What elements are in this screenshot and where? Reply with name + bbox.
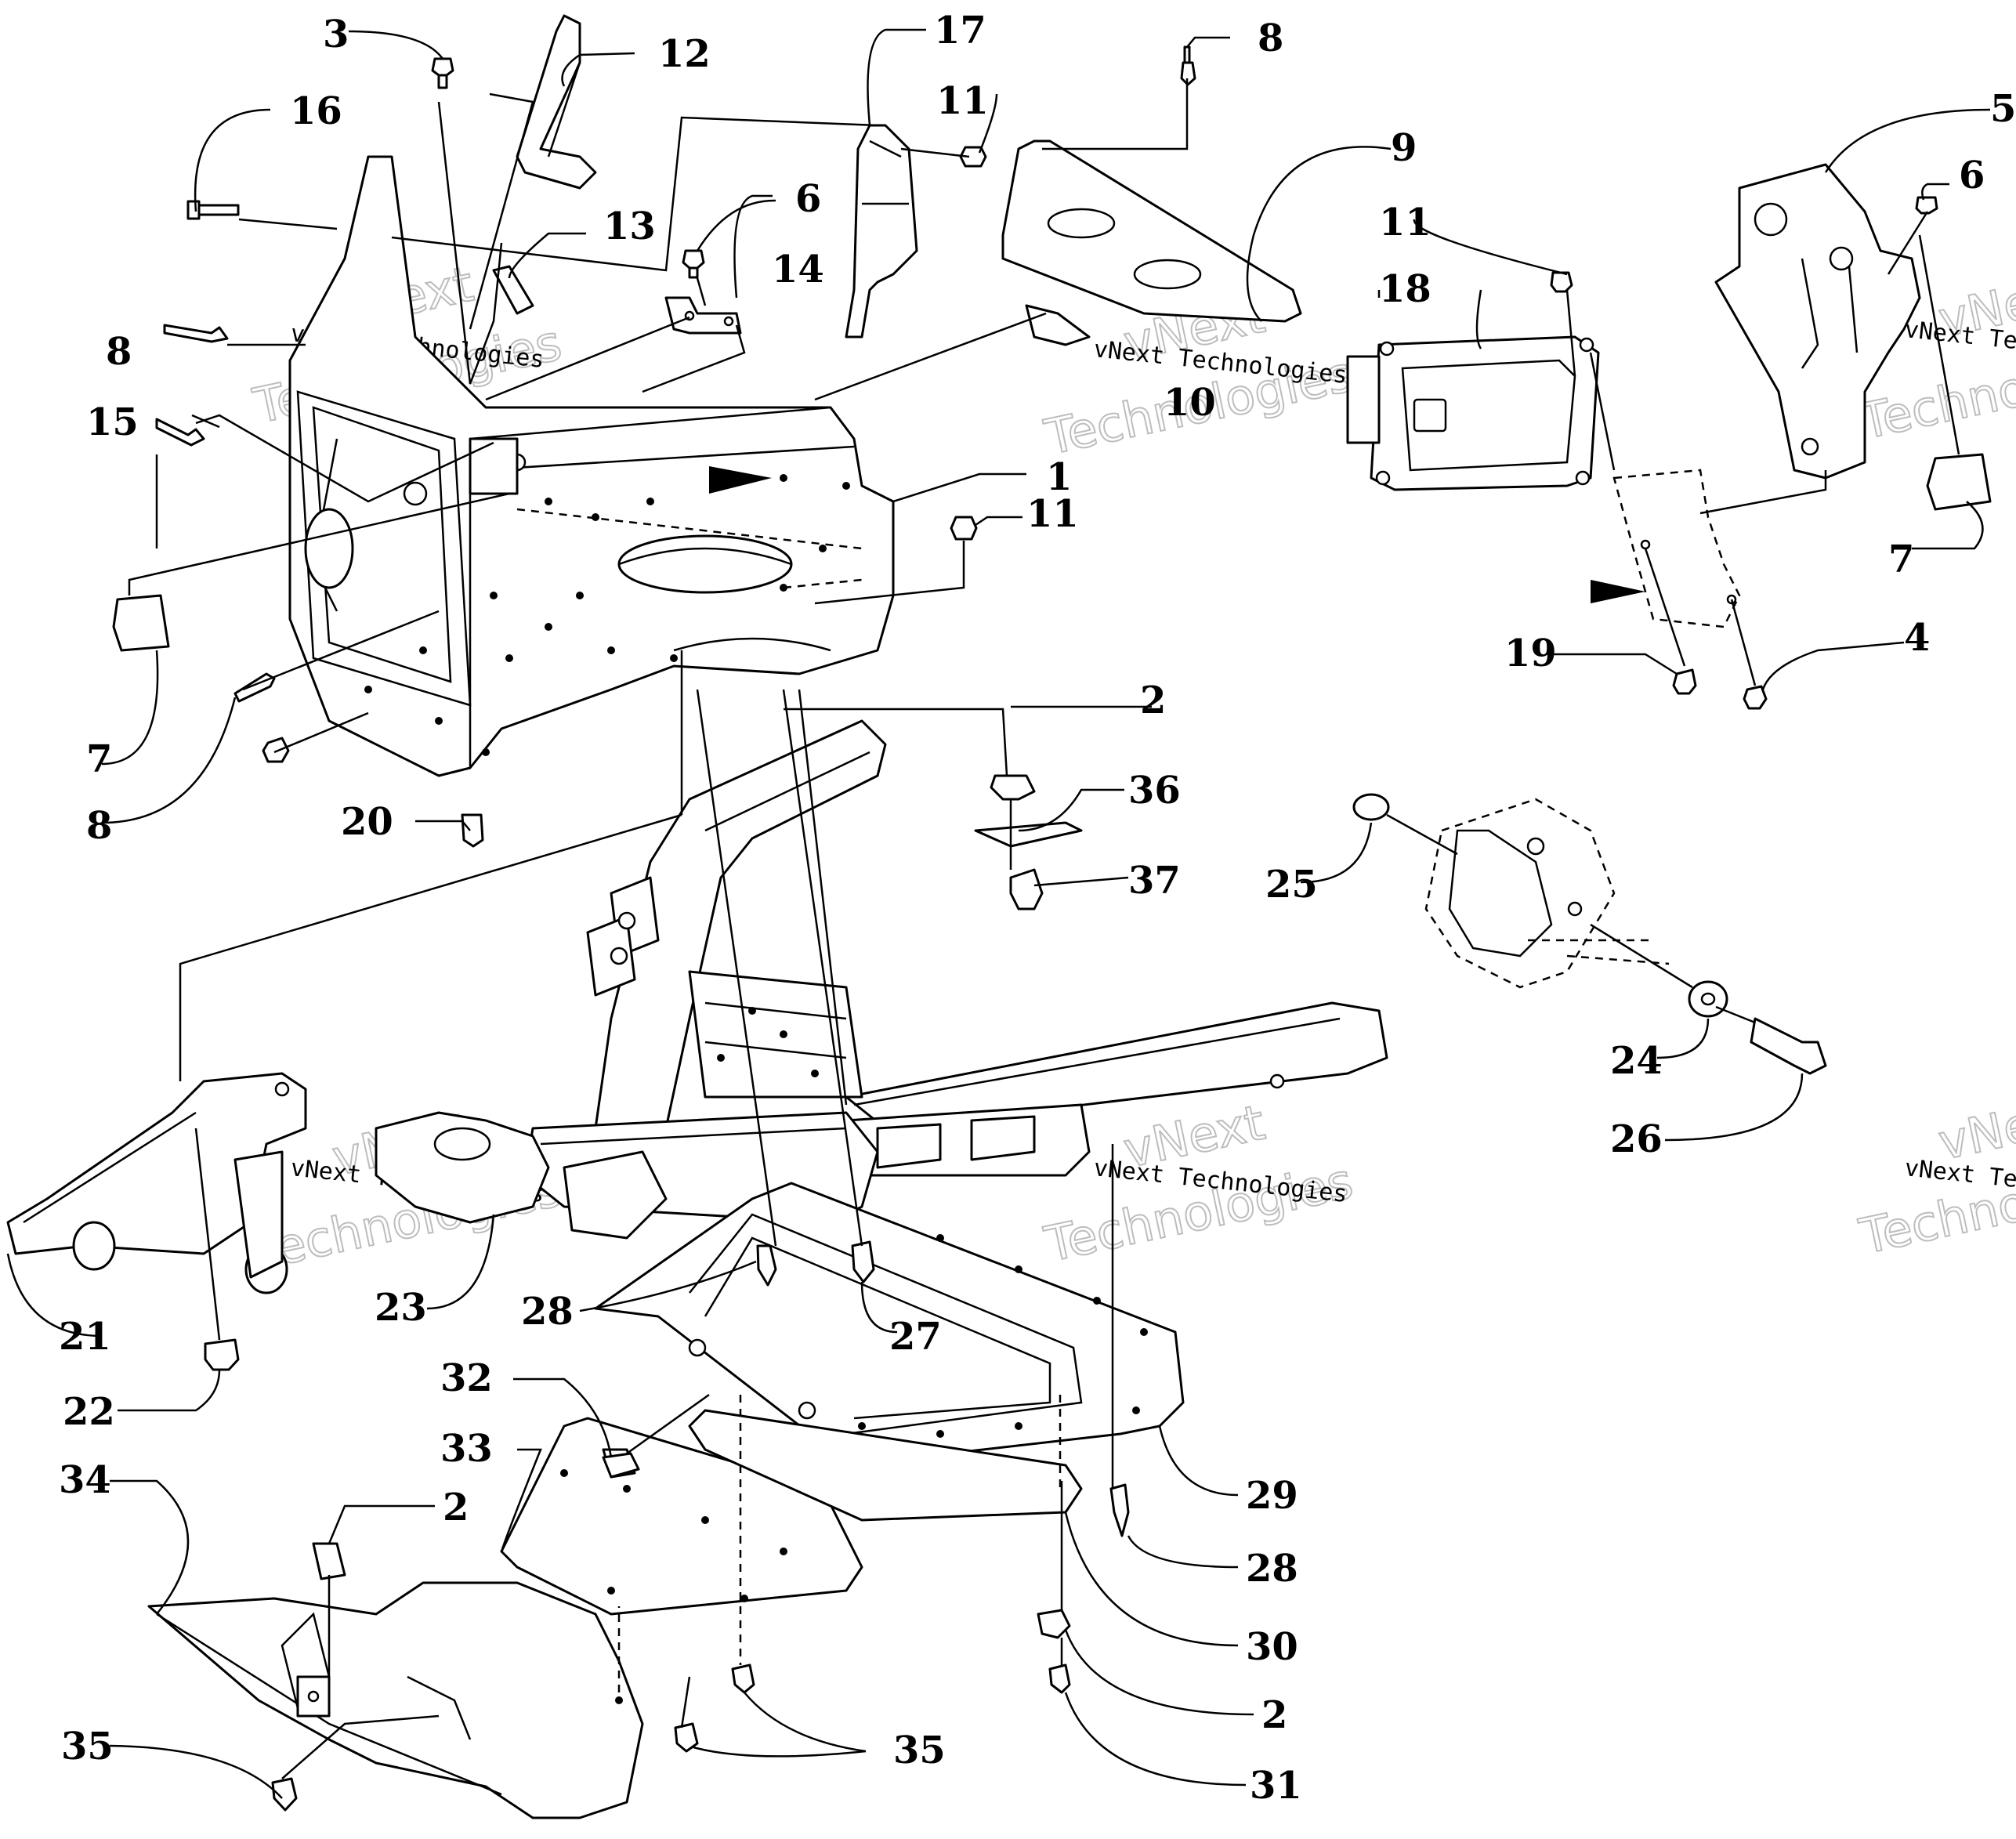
callout-13: 13 <box>603 205 656 248</box>
callout-2c: 2 <box>1261 1693 1287 1737</box>
callout-11b: 11 <box>1379 201 1431 244</box>
callout-12: 12 <box>658 32 711 76</box>
callout-29: 29 <box>1246 1474 1298 1518</box>
callout-labels: 3 12 16 17 11 8 13 6 14 9 11 18 10 5 6 7… <box>59 9 2016 1808</box>
fasteners-group <box>112 45 1992 1812</box>
callout-25: 25 <box>1265 863 1318 907</box>
plate-30-part <box>688 1409 1083 1522</box>
callout-28a: 28 <box>521 1290 574 1334</box>
callout-11c: 11 <box>1026 492 1079 536</box>
callout-1: 1 <box>1046 455 1072 499</box>
bracket-14-part <box>664 296 742 335</box>
callout-35b: 35 <box>893 1729 946 1772</box>
callout-37: 37 <box>1128 859 1181 903</box>
callout-16: 16 <box>290 89 342 133</box>
plate-9-part <box>1001 139 1302 346</box>
callout-23: 23 <box>375 1286 427 1330</box>
callout-15: 15 <box>86 400 139 444</box>
callout-20: 20 <box>341 800 393 844</box>
callout-14: 14 <box>772 248 824 291</box>
callout-2a: 2 <box>1140 679 1166 722</box>
chassis-end-23-part <box>375 1111 668 1240</box>
callout-35a: 35 <box>61 1725 114 1768</box>
callout-8a: 8 <box>1258 16 1283 60</box>
arm-assembly-21-part <box>6 1072 307 1294</box>
callout-33: 33 <box>440 1427 493 1471</box>
ecu-module-18-part <box>1346 335 1600 491</box>
callout-7b: 7 <box>1888 538 1914 581</box>
phantom-bracket-part <box>1591 469 1741 628</box>
callout-17: 17 <box>934 9 986 52</box>
skid-plate-29-part <box>594 1182 1185 1467</box>
callout-32: 32 <box>440 1356 493 1400</box>
linkage-part <box>1424 798 1670 989</box>
callout-30: 30 <box>1246 1625 1298 1669</box>
callout-6b: 6 <box>1959 154 1985 197</box>
cover-34-part <box>147 1581 644 1819</box>
callout-4: 4 <box>1904 616 1930 660</box>
callout-9: 9 <box>1391 126 1417 170</box>
callout-11a: 11 <box>936 79 989 123</box>
callout-18: 18 <box>1379 267 1431 311</box>
leader-lines <box>6 28 1991 1799</box>
callout-7a: 7 <box>86 737 112 781</box>
strip-13-part <box>492 265 534 315</box>
callout-28b: 28 <box>1246 1547 1298 1591</box>
bracket-17-part <box>845 124 918 338</box>
callout-22: 22 <box>63 1390 115 1434</box>
callout-6a: 6 <box>795 177 821 221</box>
callout-31: 31 <box>1250 1764 1302 1808</box>
callout-21: 21 <box>59 1315 111 1359</box>
callout-2b: 2 <box>443 1486 469 1529</box>
callout-26: 26 <box>1610 1117 1663 1161</box>
callout-8c: 8 <box>86 804 112 848</box>
callout-5: 5 <box>1990 87 2016 131</box>
callout-10: 10 <box>1164 381 1216 425</box>
callout-19: 19 <box>1504 632 1557 675</box>
callout-34: 34 <box>59 1458 111 1502</box>
bracket-5-part <box>1714 163 1921 480</box>
callout-27: 27 <box>889 1315 942 1359</box>
callout-24: 24 <box>1610 1039 1663 1083</box>
front-bulkhead-part <box>288 155 895 777</box>
callout-36: 36 <box>1128 769 1181 813</box>
callout-8b: 8 <box>106 330 132 374</box>
callout-3: 3 <box>323 13 349 56</box>
